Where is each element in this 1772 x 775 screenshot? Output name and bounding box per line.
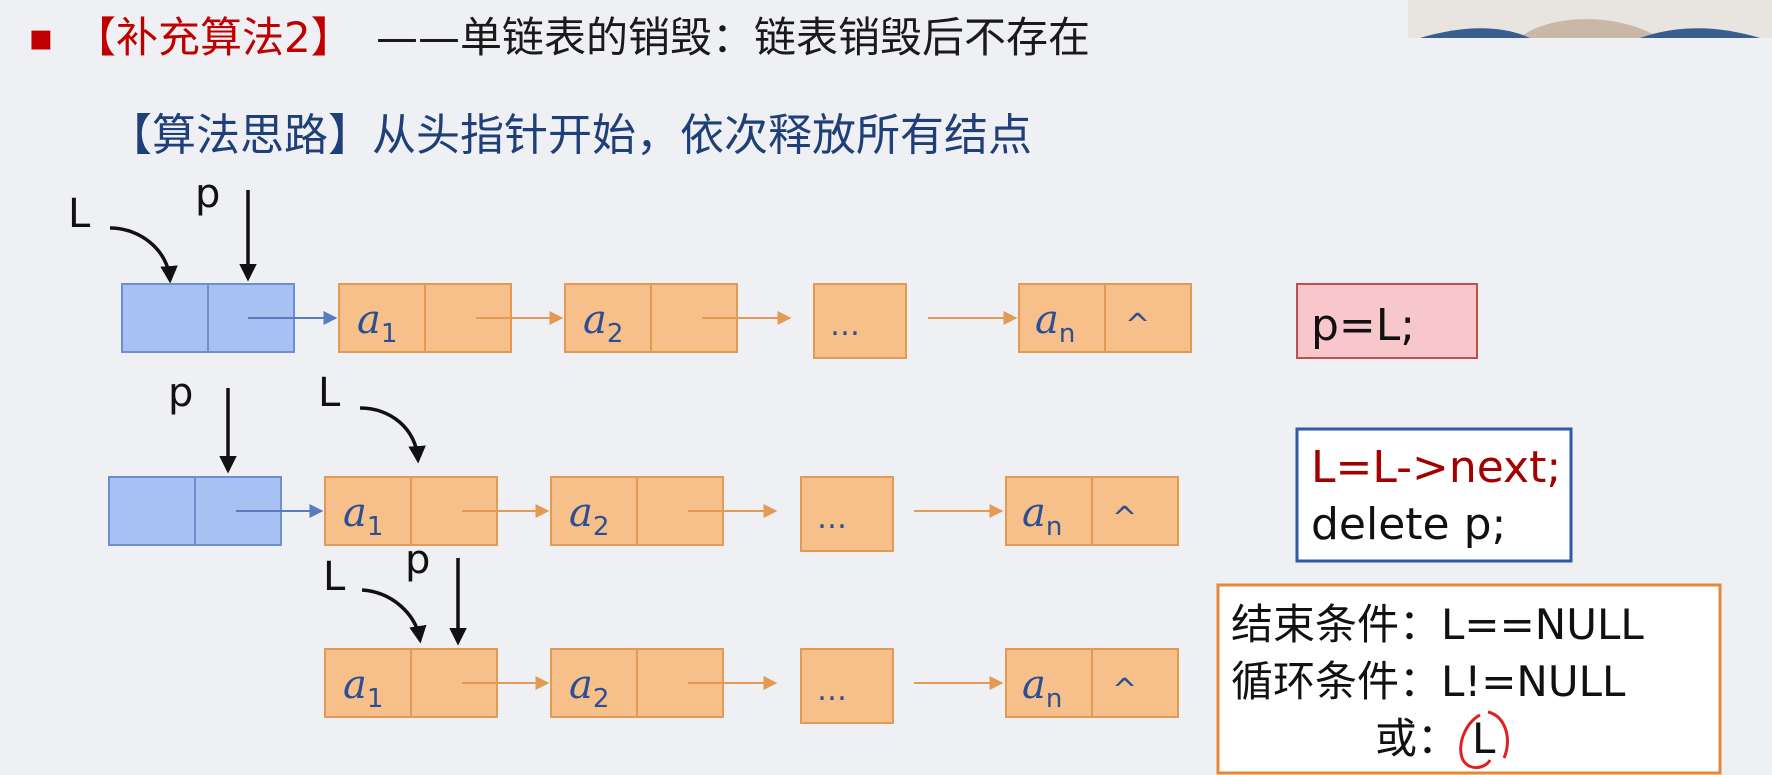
end-condition: 结束条件：L==NULL [1231, 600, 1644, 649]
title-black-part: ——单链表的销毁：链表销毁后不存在 [376, 13, 1090, 62]
node-an-data-2 [1005, 476, 1093, 546]
node-ellipsis-2 [800, 476, 894, 552]
or-value: L [1472, 714, 1496, 763]
node-a2-label-2: a2 [569, 490, 609, 542]
row-2: p L a1 a2 … an ^ [108, 370, 1179, 552]
node-an-next-3 [1091, 648, 1179, 718]
node-an-label-3: an [1022, 662, 1062, 714]
node-a2-data-2 [550, 476, 638, 546]
node-ellipsis-3 [800, 648, 894, 724]
head-node-data [121, 283, 209, 353]
title-red-part: 【补充算法2】 [74, 13, 353, 62]
node-a2-data-3 [550, 648, 638, 718]
pointer-label-L: L [68, 191, 91, 237]
algorithm-idea: 【算法思路】从头指针开始，依次释放所有结点 [108, 110, 1032, 161]
null-mark: ^ [1125, 308, 1150, 343]
pointer-label-p: p [195, 171, 220, 217]
node-a1-label-2: a1 [343, 490, 383, 542]
pointer-label-p-2: p [168, 370, 193, 416]
pointer-label-L-2: L [318, 370, 341, 416]
node-a2-label: a2 [583, 297, 623, 349]
ellipsis-label: … [830, 308, 860, 343]
row-1: L p a1 a2 … an ^ [68, 171, 1192, 359]
node-an-data [1018, 283, 1106, 353]
node-a1-data-2 [324, 476, 412, 546]
node-ellipsis [813, 283, 907, 359]
head-node-data-2 [108, 476, 196, 546]
code-step2-line2: delete p; [1311, 499, 1506, 550]
node-an-label-2: an [1022, 490, 1062, 542]
ellipsis-label-3: … [817, 673, 847, 708]
conditions-box [1216, 583, 1722, 775]
null-mark-3: ^ [1112, 673, 1137, 708]
null-mark-2: ^ [1112, 501, 1137, 536]
or-label: 或： [1375, 714, 1459, 763]
ellipsis-label-2: … [817, 501, 847, 536]
node-a1-data-3 [324, 648, 412, 718]
handwritten-circle-mark [1459, 710, 1509, 769]
arrow-L-2 [359, 406, 426, 464]
row-3: L p a1 a2 … an ^ [323, 537, 1179, 724]
pointer-label-p-3: p [405, 537, 430, 583]
node-a2-data [564, 283, 652, 353]
node-a2-label-3: a2 [569, 662, 609, 714]
code-step2-line1: L=L->next; [1311, 442, 1561, 493]
node-a1-label: a1 [357, 297, 397, 349]
arrow-L [109, 226, 178, 284]
webcam-overlay [1408, 0, 1772, 38]
node-an-next [1104, 283, 1192, 353]
node-a1-data [338, 283, 426, 353]
node-an-next-2 [1091, 476, 1179, 546]
node-a1-label-3: a1 [343, 662, 383, 714]
pointer-label-L-3: L [323, 554, 346, 600]
arrow-L-3 [361, 588, 427, 644]
loop-condition: 循环条件：L!=NULL [1231, 657, 1626, 706]
node-an-label: an [1035, 297, 1075, 349]
title-bullet: ▪ [28, 15, 54, 59]
code-box-step1 [1296, 283, 1478, 359]
code-box-step2 [1295, 427, 1573, 563]
code-step1: p=L; [1311, 300, 1415, 351]
